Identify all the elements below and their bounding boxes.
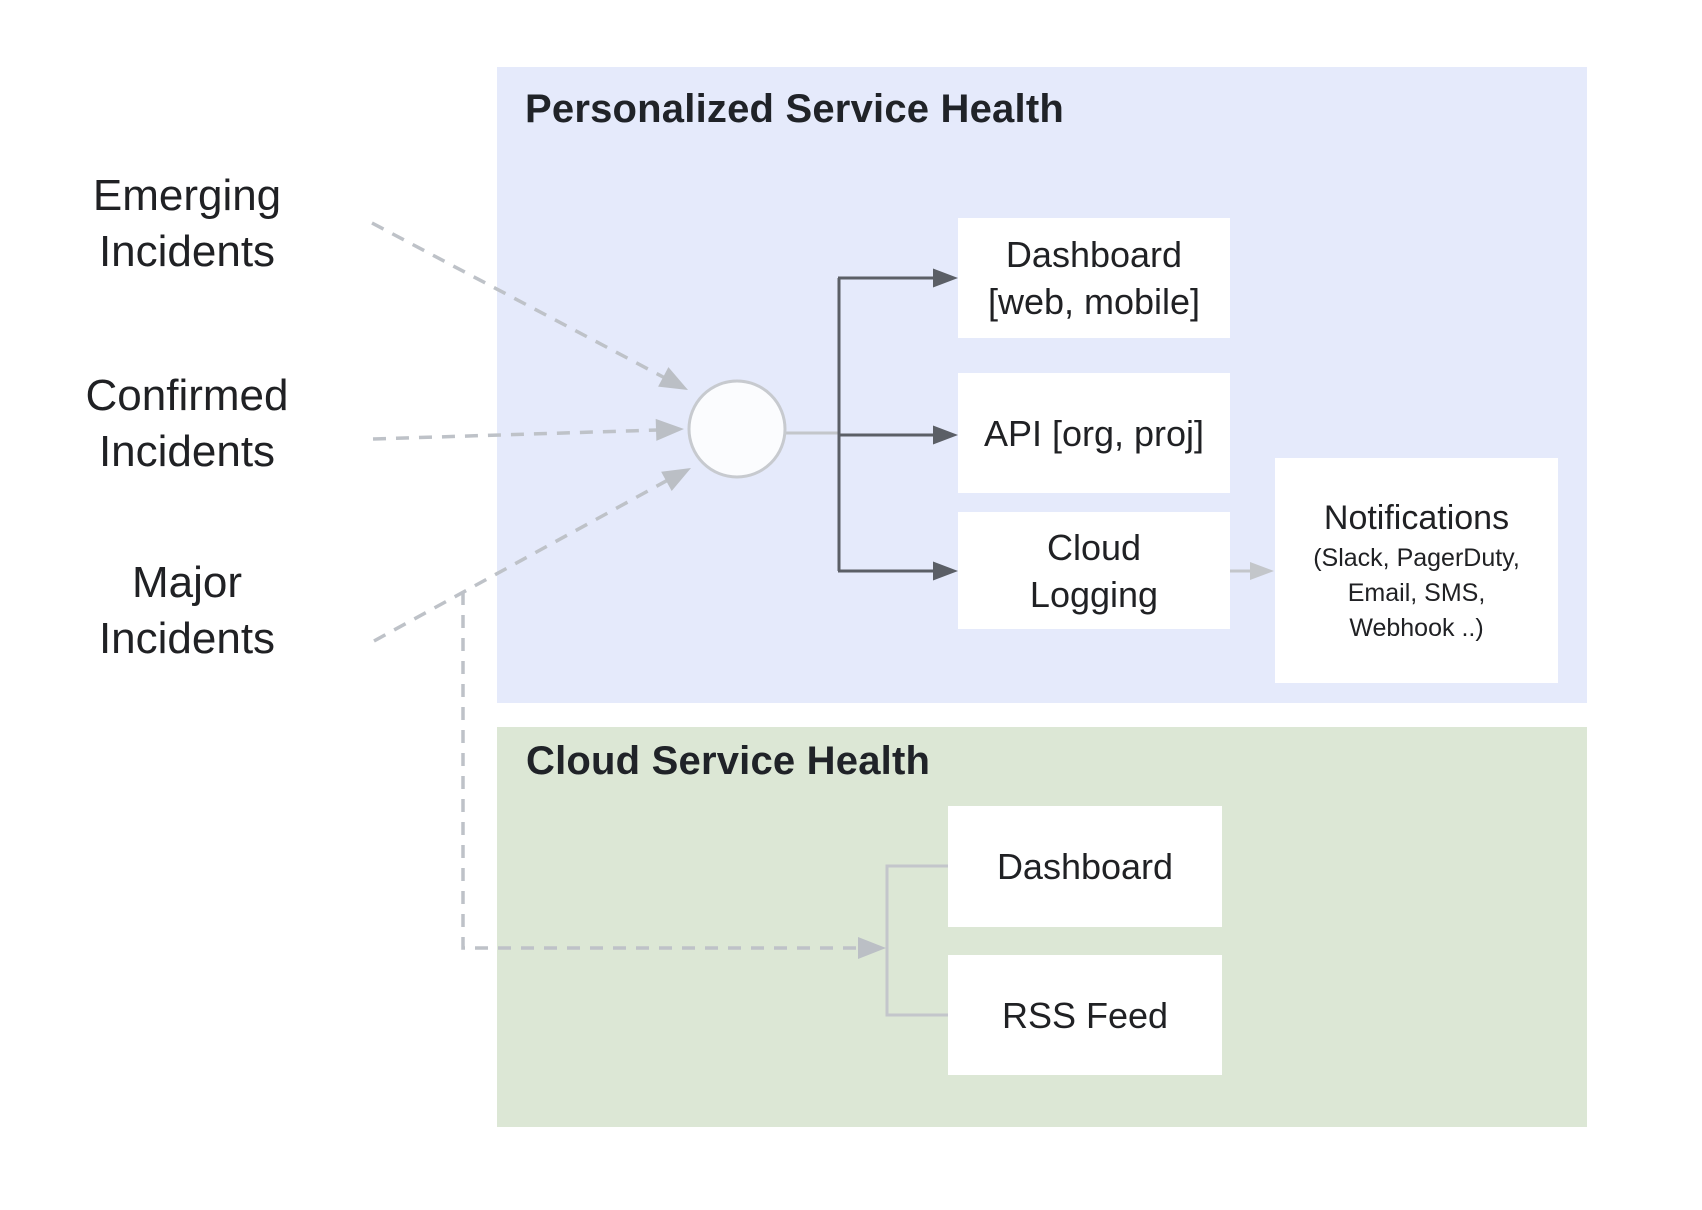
personalized-section-title: Personalized Service Health — [525, 87, 1064, 131]
node-cloud-dashboard: Dashboard — [948, 806, 1222, 927]
notifications-channels: (Slack, PagerDuty, Email, SMS, Webhook .… — [1313, 544, 1520, 642]
node-notifications: Notifications (Slack, PagerDuty, Email, … — [1275, 458, 1558, 683]
label-confirmed-incidents: Confirmed Incidents — [85, 371, 289, 476]
node-cloud-logging: Cloud Logging — [958, 512, 1230, 629]
cloud-section-title: Cloud Service Health — [526, 739, 931, 783]
label-major-incidents: Major Incidents — [98, 558, 276, 663]
node-api-org-proj: API [org, proj] — [958, 373, 1230, 493]
notifications-title: Notifications — [1323, 499, 1510, 537]
label-emerging-incidents: Emerging Incidents — [92, 171, 282, 276]
node-dashboard-web-mobile: Dashboard [web, mobile] — [958, 218, 1230, 338]
node-rss-feed: RSS Feed — [948, 955, 1222, 1075]
